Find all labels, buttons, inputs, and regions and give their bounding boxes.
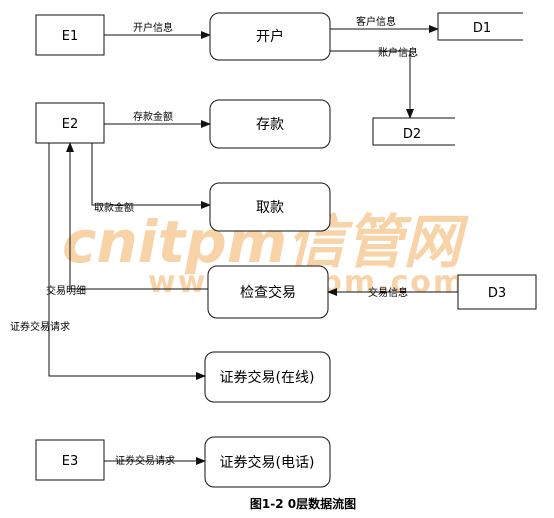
flow-open-to-d1-label: 客户信息 — [356, 15, 396, 28]
flow-check-to-e2: 交易明细 — [46, 142, 208, 297]
flow-d3-to-check: 交易信息 — [327, 286, 458, 299]
flow-e3-to-securities-phone: 证券交易请求 — [104, 454, 206, 467]
flow-e2-to-deposit: 存款金额 — [104, 110, 211, 128]
process-withdraw-label: 取款 — [256, 200, 284, 216]
entity-d3-label: D3 — [488, 286, 506, 301]
entity-e2: E2 — [35, 102, 105, 144]
flow-e1-to-open-account: 开户信息 — [104, 21, 211, 39]
entity-e3: E3 — [35, 439, 105, 481]
flow-e2-to-deposit-label: 存款金额 — [133, 110, 173, 123]
process-deposit: 存款 — [209, 99, 331, 149]
process-securities-online-label: 证券交易(在线) — [220, 369, 315, 386]
process-check-trade-label: 检查交易 — [240, 284, 296, 301]
flow-open-to-d2-label: 账户信息 — [378, 46, 418, 59]
process-open-account: 开户 — [209, 12, 331, 61]
flow-e2-to-withdraw-label: 取款金额 — [94, 201, 134, 214]
process-check-trade: 检查交易 — [207, 265, 329, 319]
entity-d3: D3 — [457, 274, 537, 310]
flow-e3-to-securities-phone-label: 证券交易请求 — [115, 454, 175, 467]
flow-check-to-e2-label: 交易明细 — [46, 284, 86, 297]
process-securities-phone-label: 证券交易(电话) — [220, 454, 315, 471]
flow-e2-to-securities-online-label: 证券交易请求 — [10, 320, 70, 333]
flow-e1-to-open-account-label: 开户信息 — [133, 21, 173, 34]
entity-e3-label: E3 — [62, 454, 79, 469]
process-securities-online: 证券交易(在线) — [204, 351, 331, 403]
flow-open-to-d1: 客户信息 — [330, 15, 439, 33]
entity-e2-label: E2 — [62, 117, 79, 132]
store-d1-label: D1 — [473, 21, 491, 36]
process-withdraw: 取款 — [209, 182, 331, 232]
store-d2: D2 — [372, 117, 455, 146]
flow-e2-to-securities-online: 证券交易请求 — [10, 143, 206, 380]
process-securities-phone: 证券交易(电话) — [204, 436, 331, 488]
entity-e1: E1 — [35, 14, 105, 56]
flow-e2-to-withdraw: 取款金额 — [91, 143, 211, 214]
process-deposit-label: 存款 — [256, 117, 284, 133]
entity-e1-label: E1 — [62, 29, 79, 44]
store-d2-label: D2 — [403, 127, 421, 142]
figure-caption: 图1-2 0层数据流图 — [250, 496, 356, 511]
flow-d3-to-check-label: 交易信息 — [368, 286, 408, 299]
store-d1: D1 — [437, 12, 523, 41]
process-open-account-label: 开户 — [256, 28, 284, 45]
flow-open-to-d2: 账户信息 — [330, 46, 418, 119]
